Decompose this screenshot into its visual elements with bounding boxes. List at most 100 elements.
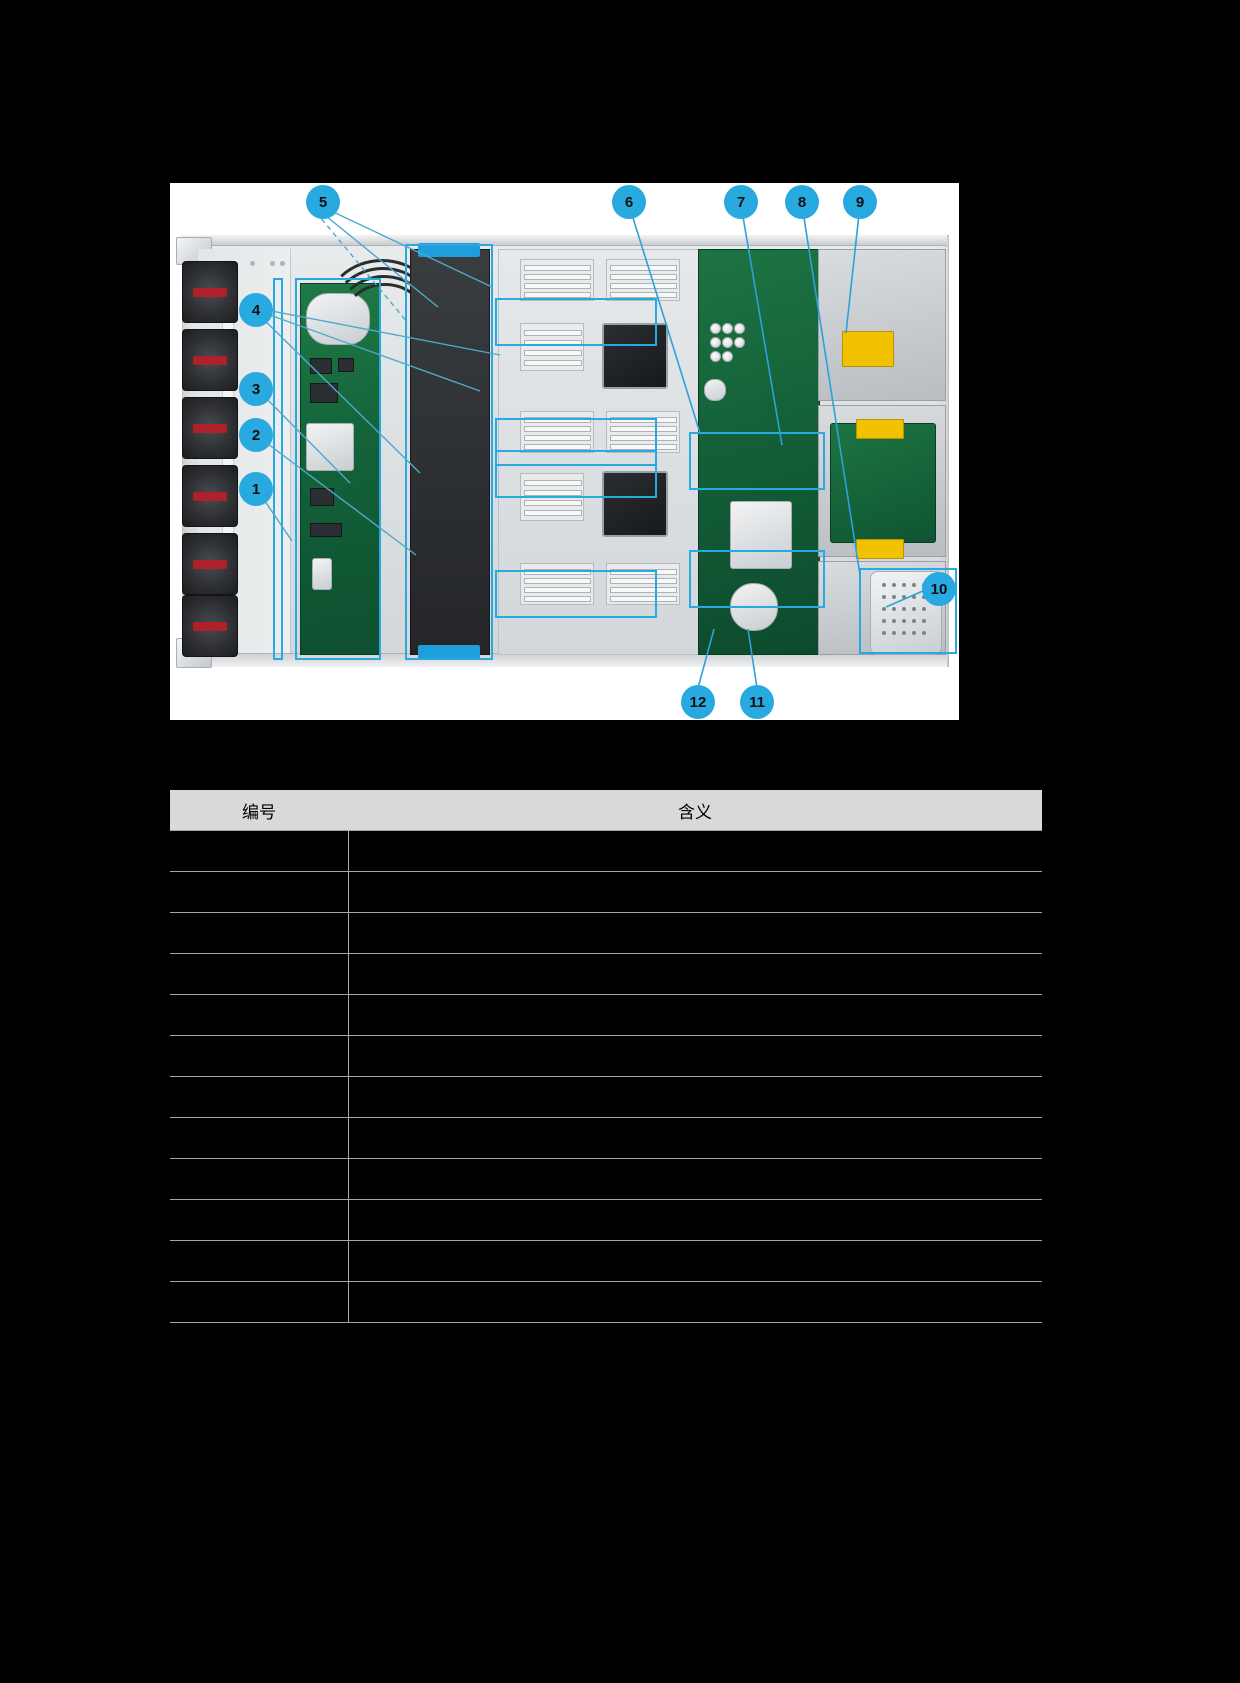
fan-module — [182, 329, 238, 391]
callout-marker-1[interactable]: 1 — [239, 472, 273, 506]
chassis-bottom-rail — [182, 653, 947, 667]
dimm-module — [610, 578, 677, 584]
fan-wall-handle-top — [418, 243, 480, 257]
fan-wall-handle-bottom — [418, 645, 480, 659]
table-row — [170, 912, 1042, 954]
cell-meaning — [348, 1158, 1042, 1200]
cell-meaning — [348, 994, 1042, 1036]
cell-number — [170, 1199, 349, 1241]
callout-marker-8[interactable]: 8 — [785, 185, 819, 219]
dimm-module — [610, 426, 677, 432]
dimm-bank — [520, 323, 584, 371]
cell-number — [170, 830, 349, 872]
dimm-bank — [520, 411, 594, 453]
dimm-module — [610, 587, 677, 593]
coin-battery — [704, 379, 726, 401]
screw-hole — [280, 261, 285, 266]
dimm-module — [524, 578, 591, 584]
dimm-bank — [606, 411, 680, 453]
cell-number — [170, 1158, 349, 1200]
cell-meaning — [348, 871, 1042, 913]
cell-meaning — [348, 1240, 1042, 1282]
cell-meaning — [348, 1199, 1042, 1241]
callout-marker-3[interactable]: 3 — [239, 372, 273, 406]
dimm-bank — [520, 563, 594, 605]
dimm-module — [524, 426, 591, 432]
ic-chip — [310, 383, 338, 403]
callout-marker-11[interactable]: 11 — [740, 685, 774, 719]
cell-number — [170, 994, 349, 1036]
dimm-module — [524, 292, 591, 298]
fan-module — [182, 595, 238, 657]
capacitor — [710, 323, 721, 334]
cpu-socket — [602, 323, 668, 389]
cell-number — [170, 912, 349, 954]
ic-chip — [310, 523, 342, 537]
fan-module — [182, 465, 238, 527]
cell-meaning — [348, 1281, 1042, 1323]
capacitor — [710, 337, 721, 348]
dimm-module — [610, 569, 677, 575]
cell-number — [170, 1240, 349, 1282]
dimm-module — [524, 274, 591, 280]
table-row — [170, 1035, 1042, 1077]
cell-meaning — [348, 1035, 1042, 1077]
callout-marker-9[interactable]: 9 — [843, 185, 877, 219]
callout-marker-7[interactable]: 7 — [724, 185, 758, 219]
dimm-module — [524, 587, 591, 593]
dimm-module — [610, 444, 677, 450]
callout-marker-12[interactable]: 12 — [681, 685, 715, 719]
dimm-module — [524, 350, 582, 356]
dimm-module — [610, 283, 677, 289]
cpu-socket — [602, 471, 668, 537]
fan-module-wall — [410, 249, 490, 655]
dimm-module — [524, 360, 582, 366]
cell-number — [170, 871, 349, 913]
screw-hole — [250, 261, 255, 266]
dimm-module — [610, 274, 677, 280]
screw-hole — [270, 261, 275, 266]
capacitor — [722, 337, 733, 348]
capacitor — [734, 323, 745, 334]
dimm-module — [524, 265, 591, 271]
callout-marker-2[interactable]: 2 — [239, 418, 273, 452]
table-row — [170, 871, 1042, 913]
cell-number — [170, 953, 349, 995]
fan-module — [182, 533, 238, 595]
figure-panel: 5 4 3 2 1 6 7 8 9 10 11 12 — [170, 183, 959, 720]
table-header-row: 编号 含义 — [170, 790, 1042, 831]
table-row — [170, 830, 1042, 872]
heatsink — [730, 501, 792, 569]
connector — [312, 558, 332, 590]
dimm-module — [524, 340, 582, 346]
table-row — [170, 1240, 1042, 1282]
warning-label — [856, 419, 904, 439]
chassis-top-rail — [182, 235, 947, 246]
callout-marker-5[interactable]: 5 — [306, 185, 340, 219]
table-row — [170, 953, 1042, 995]
warning-label — [856, 539, 904, 559]
table-row — [170, 1158, 1042, 1200]
dimm-module — [524, 500, 582, 506]
cell-meaning — [348, 1117, 1042, 1159]
dimm-module — [524, 569, 591, 575]
table-body — [170, 830, 1042, 1323]
dimm-module — [524, 283, 591, 289]
callout-marker-10[interactable]: 10 — [922, 572, 956, 606]
fan-module — [182, 261, 238, 323]
cmos-battery — [730, 583, 778, 631]
dimm-module — [524, 330, 582, 336]
warning-label — [842, 331, 894, 367]
cell-meaning — [348, 1076, 1042, 1118]
dimm-module — [524, 435, 591, 441]
dimm-module — [524, 490, 582, 496]
table-row — [170, 1199, 1042, 1241]
cell-meaning — [348, 953, 1042, 995]
ic-chip — [310, 488, 334, 506]
callout-marker-4[interactable]: 4 — [239, 293, 273, 327]
dimm-module — [524, 417, 591, 423]
dimm-bank — [606, 563, 680, 605]
callout-marker-6[interactable]: 6 — [612, 185, 646, 219]
cell-number — [170, 1117, 349, 1159]
dimm-module — [524, 510, 582, 516]
